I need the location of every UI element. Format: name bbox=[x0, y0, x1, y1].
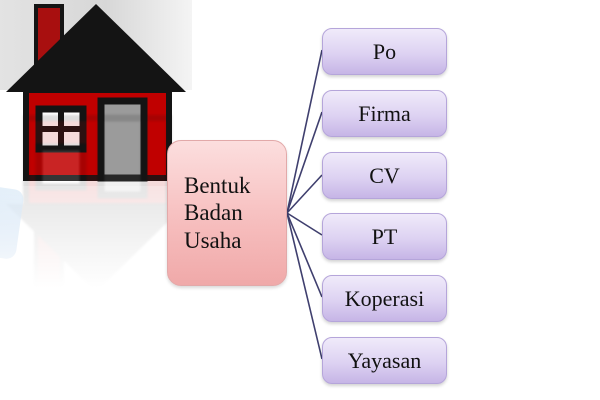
house-illustration bbox=[6, 4, 186, 182]
child-node-po: Po bbox=[322, 28, 447, 75]
child-node-cv: CV bbox=[322, 152, 447, 199]
connector-line bbox=[286, 111, 323, 214]
root-node-bentuk-badan-usaha: Bentuk Badan Usaha bbox=[167, 140, 287, 286]
connector-line bbox=[286, 49, 323, 214]
connector-line bbox=[286, 212, 323, 360]
child-node-label: PT bbox=[371, 223, 398, 249]
connector-line bbox=[286, 212, 323, 298]
house-icon bbox=[0, 0, 200, 190]
child-node-firma: Firma bbox=[322, 90, 447, 137]
child-node-label: Yayasan bbox=[347, 347, 422, 373]
connector-line bbox=[286, 174, 323, 214]
roof-shape bbox=[6, 4, 186, 92]
child-node-pt: PT bbox=[322, 213, 447, 260]
child-node-label: CV bbox=[369, 162, 400, 188]
child-node-label: Koperasi bbox=[344, 285, 425, 311]
root-node-label: Bentuk Badan Usaha bbox=[184, 173, 251, 253]
door-shape bbox=[97, 97, 148, 182]
child-node-koperasi: Koperasi bbox=[322, 275, 447, 322]
child-node-label: Po bbox=[372, 38, 397, 64]
child-node-yayasan: Yayasan bbox=[322, 337, 447, 384]
child-node-label: Firma bbox=[358, 100, 411, 126]
connector-line bbox=[286, 212, 323, 236]
